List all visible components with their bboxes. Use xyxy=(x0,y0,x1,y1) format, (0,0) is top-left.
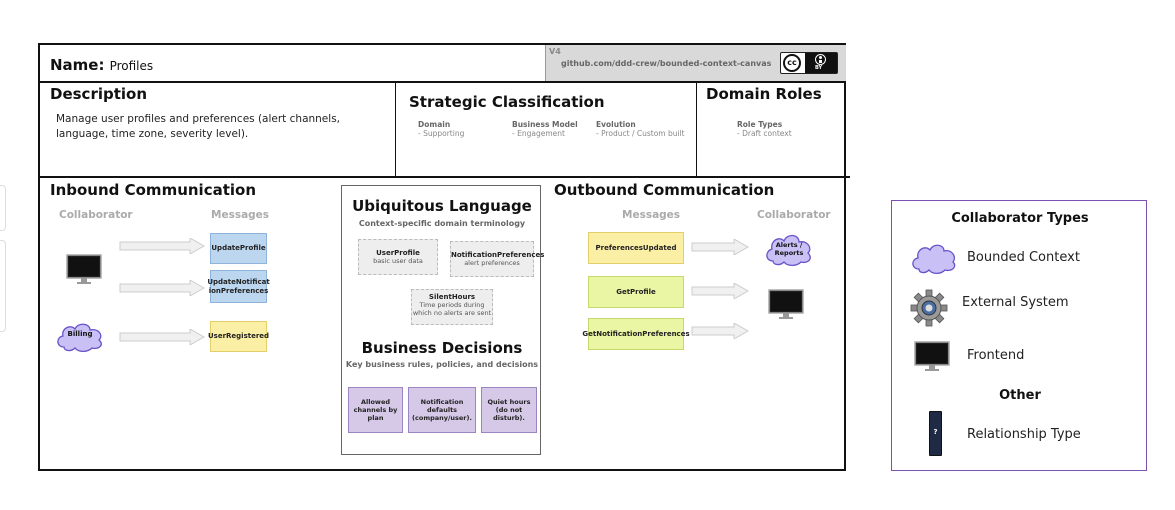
evolution-value: - Product / Custom built xyxy=(596,129,685,138)
message-get-notification-preferences[interactable]: GetNotificationPreferences xyxy=(582,318,690,350)
ubiquitous-language-title: Ubiquitous Language xyxy=(352,197,532,215)
term-desc: basic user data xyxy=(373,257,423,265)
term-name: UserProfile xyxy=(376,249,420,257)
role-types-value: - Draft context xyxy=(737,129,792,138)
domain-value: - Supporting xyxy=(418,129,465,138)
decision-notification-defaults[interactable]: Notification defaults (company/user). xyxy=(408,387,476,433)
name-label: Name: xyxy=(50,56,105,74)
billing-collaborator[interactable]: Billing xyxy=(54,319,106,353)
outbound-arrow-3 xyxy=(691,323,750,339)
legend-other-title: Other xyxy=(999,388,1041,403)
message-preferences-updated[interactable]: PreferencesUpdated xyxy=(588,232,684,264)
term-name: NotificationPreferences xyxy=(451,251,545,259)
license-box: V4 github.com/ddd-crew/bounded-context-c… xyxy=(545,45,846,81)
business-decisions-subtitle: Key business rules, policies, and decisi… xyxy=(345,360,539,369)
name-row: Name: Profiles xyxy=(50,55,153,74)
inbound-arrow-2 xyxy=(119,280,206,296)
inbound-arrow-3 xyxy=(119,329,206,345)
inbound-arrow-1 xyxy=(119,238,206,254)
inbound-messages-label: Messages xyxy=(211,209,270,221)
repo-link[interactable]: github.com/ddd-crew/bounded-context-canv… xyxy=(561,59,772,68)
cc-license-badge: cc BY xyxy=(780,52,838,74)
name-value: Profiles xyxy=(109,59,154,73)
message-get-profile[interactable]: GetProfile xyxy=(588,276,684,308)
monitor-icon xyxy=(66,254,102,286)
bounded-context-canvas: Name: Profiles V4 github.com/ddd-crew/bo… xyxy=(38,43,850,471)
decision-quiet-hours[interactable]: Quiet hours (do not disturb). xyxy=(481,387,537,433)
version-label: V4 xyxy=(549,47,561,56)
cloud-icon xyxy=(766,234,811,267)
description-title: Description xyxy=(50,85,148,103)
domain-label: Domain xyxy=(418,120,451,129)
collaborator-types-legend: Collaborator Types Bounded Context xyxy=(891,200,1147,471)
role-types-label: Role Types xyxy=(737,120,783,129)
legend-title: Collaborator Types xyxy=(951,211,1089,226)
legend-bounded-context: Bounded Context xyxy=(967,250,1080,265)
by-label: BY xyxy=(815,65,823,71)
business-decisions-title: Business Decisions xyxy=(361,339,523,357)
term-name: SilentHours xyxy=(428,293,476,301)
inbound-collaborator-label: Collaborator xyxy=(59,209,133,221)
business-model-label: Business Model xyxy=(512,120,578,129)
description-text: Manage user profiles and preferences (al… xyxy=(56,113,340,140)
message-update-profile[interactable]: UpdateProfile xyxy=(210,233,267,264)
by-panel: BY xyxy=(805,53,837,73)
person-icon xyxy=(815,54,826,65)
gear-icon xyxy=(910,289,948,327)
alerts-reports-collaborator[interactable]: Alerts / Reports xyxy=(764,231,814,267)
relationship-type-glyph: ? xyxy=(933,428,938,436)
message-user-registered[interactable]: UserRegistered xyxy=(208,321,269,352)
domain-roles-title: Domain Roles xyxy=(706,85,822,103)
domain-block: Domain - Supporting xyxy=(418,120,464,138)
evolution-block: Evolution - Product / Custom built xyxy=(596,120,685,138)
term-user-profile[interactable]: UserProfile basic user data xyxy=(358,239,438,275)
cloud-icon xyxy=(910,241,958,275)
outbound-messages-label: Messages xyxy=(622,209,681,221)
term-silent-hours[interactable]: SilentHours Time periods during which no… xyxy=(411,289,493,325)
inbound-title: Inbound Communication xyxy=(50,181,257,199)
divider-desc xyxy=(395,82,396,177)
billing-label: Billing xyxy=(67,330,93,338)
business-model-block: Business Model - Engagement xyxy=(512,120,578,138)
evolution-label: Evolution xyxy=(596,120,636,129)
legend-frontend: Frontend xyxy=(967,348,1025,363)
legend-relationship-type: Relationship Type xyxy=(967,427,1081,442)
strategic-title: Strategic Classification xyxy=(409,93,605,111)
decision-allowed-channels[interactable]: Allowed channels by plan xyxy=(348,387,403,433)
outbound-arrow-1 xyxy=(691,239,750,255)
message-update-notification-preferences[interactable]: UpdateNotificat ionPreferences xyxy=(207,270,270,303)
legend-external-system: External System xyxy=(962,295,1069,310)
term-desc: Time periods during which no alerts are … xyxy=(412,301,492,317)
relationship-type-icon: ? xyxy=(929,411,942,456)
monitor-icon xyxy=(768,289,804,321)
cc-icon: cc xyxy=(783,54,801,72)
outbound-collaborator-label: Collaborator xyxy=(757,209,831,221)
outbound-arrow-2 xyxy=(691,283,750,299)
ubiquitous-language-subtitle: Context-specific domain terminology xyxy=(358,219,526,228)
side-handle-bottom[interactable] xyxy=(0,240,6,332)
alerts-reports-label: Alerts / Reports xyxy=(774,241,804,257)
ubiquitous-language-panel: Ubiquitous Language Context-specific dom… xyxy=(341,185,545,455)
outbound-title: Outbound Communication xyxy=(554,181,775,199)
middle-divider xyxy=(40,176,850,178)
business-model-value: - Engagement xyxy=(512,129,565,138)
term-desc: alert preferences xyxy=(464,259,520,267)
monitor-icon xyxy=(914,341,950,373)
cloud-icon xyxy=(57,323,102,353)
term-notification-preferences[interactable]: NotificationPreferences alert preference… xyxy=(450,241,545,277)
role-types-block: Role Types - Draft context xyxy=(737,120,792,138)
side-handle-top[interactable] xyxy=(0,185,6,231)
header-divider xyxy=(40,81,846,83)
divider-strategic xyxy=(696,82,697,177)
